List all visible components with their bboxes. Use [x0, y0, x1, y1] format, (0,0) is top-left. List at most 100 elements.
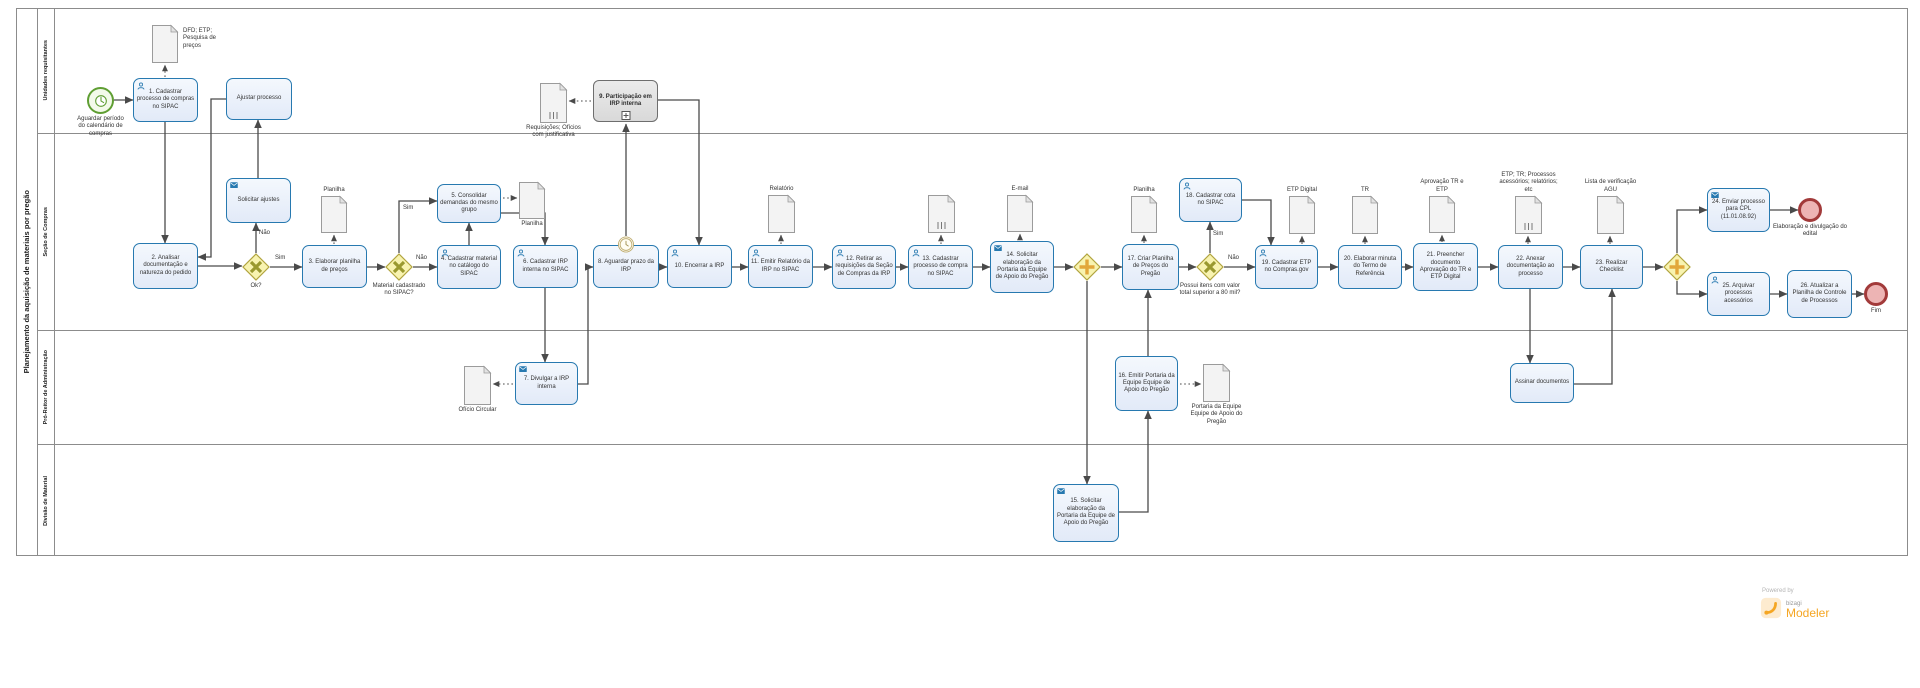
flow-condition-label: Sim [403, 205, 414, 211]
task-13-cadastrar-processo-compra[interactable]: 13. Cadastrar processo de compra no SIPA… [908, 245, 973, 289]
task-2-analisar-documentacao[interactable]: 2. Analisar documentação e natureza do p… [133, 243, 198, 289]
task-7-divulgar-irp-interna[interactable]: 7. Divulgar a IRP interna [515, 362, 578, 405]
doc-relatorio-label: Relatório [769, 185, 794, 192]
gateway-material-cadastrado[interactable]: Material cadastrado no SIPAC? [373, 253, 425, 296]
gateway-ok[interactable]: Ok? [242, 253, 270, 289]
task-ajustar-processo-shape: Ajustar processo [226, 78, 292, 120]
doc-etp-tr-processos: ETP; TR; Processos acessórios; relatório… [1499, 172, 1558, 234]
modeler-product-text: Modeler [1786, 606, 1830, 621]
task-17-criar-planilha-precos[interactable]: 17. Criar Planilha de Preços do Pregão [1122, 244, 1179, 290]
task-3-elaborar-planilha-shape: 3. Elaborar planilha de preços [302, 245, 367, 288]
task-solicitar-ajustes[interactable]: Solicitar ajustes [226, 178, 291, 223]
task-20-elaborar-minuta-tr[interactable]: 20. Elaborar minuta do Termo de Referênc… [1338, 245, 1402, 289]
task-14-solicitar-elaboracao-portaria-label: 14. Solicitar elaboração da Portaria da … [995, 252, 1049, 281]
doc-requisicoes-oficios: Requisições; Ofícios com justificativa [526, 82, 581, 138]
task-11-emitir-relatorio-irp[interactable]: 11. Emitir Relatório da IRP no SIPAC [748, 245, 813, 288]
bizagi-watermark: Powered by bizagi Modeler [1760, 588, 1880, 624]
task-25-arquivar-processos-shape: 25. Arquivar processos acessórios [1707, 272, 1770, 316]
start-timer-event-circle [87, 87, 114, 114]
task-25-arquivar-processos[interactable]: 25. Arquivar processos acessórios [1707, 272, 1770, 316]
end-event-elaboracao-edital[interactable]: Elaboração e divulgação do edital [1773, 198, 1847, 237]
task-16-emitir-portaria[interactable]: 16. Emitir Portaria da Equipe Equipe de … [1115, 356, 1178, 411]
task-18-cadastrar-cota[interactable]: 18. Cadastrar cota no SIPAC [1179, 178, 1242, 222]
lane-header-4: Divisão de Material [38, 445, 55, 556]
doc-planilha-t5: Planilha [519, 181, 546, 227]
send-task-envelope-icon [1057, 487, 1065, 495]
doc-oficio-circular: Ofício Circular [458, 365, 497, 413]
doc-dfd-etp-pesquisa: DFD; ETP; Pesquisa de preços [152, 24, 216, 63]
task-1-cadastrar-processo-compras-label: 1. Cadastrar processo de compras no SIPA… [136, 89, 195, 110]
task-4-cadastrar-material-catalogo[interactable]: 4. Cadastrar material no catálogo do SIP… [437, 245, 501, 289]
task-16-emitir-portaria-shape: 16. Emitir Portaria da Equipe Equipe de … [1115, 356, 1178, 411]
task-7-divulgar-irp-interna-shape: 7. Divulgar a IRP interna [515, 362, 578, 405]
doc-aprovacao-tr-etp: Aprovação TR e ETP [1420, 179, 1464, 233]
task-26-atualizar-planilha-controle[interactable]: 26. Atualizar a Planilha de Controle de … [1787, 270, 1852, 318]
doc-planilha-t5-label: Planilha [521, 221, 543, 227]
powered-by-text: Powered by [1762, 588, 1794, 594]
task-20-elaborar-minuta-tr-label: 20. Elaborar minuta do Termo de Referênc… [1343, 256, 1397, 277]
task-2-analisar-documentacao-label: 2. Analisar documentação e natureza do p… [139, 255, 192, 276]
task-1-cadastrar-processo-compras-shape: 1. Cadastrar processo de compras no SIPA… [133, 78, 198, 122]
task-24-enviar-processo-cpl-shape: 24. Enviar processo para CPL (11.01.08.9… [1707, 188, 1770, 232]
task-3-elaborar-planilha[interactable]: 3. Elaborar planilha de preços [302, 245, 367, 288]
gateway-parallel-2[interactable] [1663, 253, 1691, 281]
task-5-consolidar-demandas[interactable]: 5. Consolidar demandas do mesmo grupo [437, 184, 501, 223]
flow-condition-label: Sim [1213, 231, 1224, 237]
task-17-criar-planilha-precos-label: 17. Criar Planilha de Preços do Pregão [1127, 256, 1174, 277]
timer-boundary-event-icon[interactable] [617, 236, 635, 253]
process-pool [16, 8, 1908, 556]
end-event-fim[interactable]: Fim [1864, 282, 1888, 314]
doc-etp-digital-label: ETP Digital [1287, 186, 1317, 193]
subprocess-expand-icon[interactable] [621, 110, 630, 120]
task-12-retirar-requisicoes[interactable]: 12. Retirar as requisições da Seção de C… [832, 245, 896, 289]
task-23-realizar-checklist-label: 23. Realizar Checklist [1595, 259, 1628, 273]
user-task-icon [1183, 182, 1191, 190]
doc-lista-verificacao-agu-label: Lista de verificação AGU [1584, 179, 1637, 193]
doc-planilha-t17-label: Planilha [1133, 186, 1155, 193]
send-task-envelope-icon [994, 244, 1002, 252]
task-15-solicitar-elaboracao-portaria[interactable]: 15. Solicitar elaboração da Portaria da … [1053, 484, 1119, 542]
task-5-consolidar-demandas-shape: 5. Consolidar demandas do mesmo grupo [437, 184, 501, 223]
task-12-retirar-requisicoes-label: 12. Retirar as requisições da Seção de C… [835, 256, 893, 277]
task-10-encerrar-irp[interactable]: 10. Encerrar a IRP [667, 245, 732, 288]
lane-header-1: Unidades requisitantes [38, 8, 55, 133]
task-23-realizar-checklist[interactable]: 23. Realizar Checklist [1580, 245, 1643, 289]
gateway-itens-80-mil[interactable]: Possui itens com valor total superior a … [1180, 253, 1240, 296]
task-16-emitir-portaria-label: 16. Emitir Portaria da Equipe Equipe de … [1118, 372, 1175, 394]
subprocess-9-participacao-irp-interna-shape: 9. Participação em IRP interna [593, 80, 658, 122]
task-22-anexar-documentacao[interactable]: 22. Anexar documentação ao processo [1498, 245, 1563, 289]
task-ajustar-processo[interactable]: Ajustar processo [226, 78, 292, 120]
task-6-cadastrar-irp-interna[interactable]: 6. Cadastrar IRP interna no SIPAC [513, 245, 578, 288]
task-22-anexar-documentacao-label: 22. Anexar documentação ao processo [1506, 256, 1555, 277]
task-24-enviar-processo-cpl[interactable]: 24. Enviar processo para CPL (11.01.08.9… [1707, 188, 1770, 232]
task-7-divulgar-irp-interna-label: 7. Divulgar a IRP interna [523, 376, 570, 390]
doc-planilha-t3-label: Planilha [323, 186, 345, 193]
task-8-aguardar-prazo-irp[interactable]: 8. Aguardar prazo da IRP [593, 236, 659, 288]
gateway-parallel-1[interactable] [1073, 253, 1101, 281]
lane-label: Unidades requisitantes [43, 40, 49, 101]
task-14-solicitar-elaboracao-portaria[interactable]: 14. Solicitar elaboração da Portaria da … [990, 241, 1054, 293]
task-13-cadastrar-processo-compra-shape: 13. Cadastrar processo de compra no SIPA… [908, 245, 973, 289]
gateway-itens-80-mil-label: Possui itens com valor total superior a … [1179, 283, 1241, 297]
subprocess-9-participacao-irp-interna[interactable]: 9. Participação em IRP interna [593, 80, 658, 122]
start-event-aguardar-calendario[interactable]: Aguardar período do calendário de compra… [77, 87, 124, 137]
doc-portaria-equipe-apoio: Portaria da Equipe Equipe de Apoio do Pr… [1190, 363, 1243, 425]
task-13-cadastrar-processo-compra-label: 13. Cadastrar processo de compra no SIPA… [913, 256, 968, 277]
lane-4: Divisão de Material [38, 444, 1908, 556]
task-assinar-documentos[interactable]: Assinar documentos [1510, 363, 1574, 403]
send-task-envelope-icon [230, 181, 238, 189]
task-18-cadastrar-cota-shape: 18. Cadastrar cota no SIPAC [1179, 178, 1242, 222]
task-1-cadastrar-processo-compras[interactable]: 1. Cadastrar processo de compras no SIPA… [133, 78, 198, 122]
end-event-fim-label: Fim [1871, 308, 1881, 314]
doc-oficio-circular-label: Ofício Circular [458, 407, 497, 413]
user-task-icon [1259, 249, 1267, 257]
task-19-cadastrar-etp[interactable]: 19. Cadastrar ETP no Compras.gov [1255, 245, 1318, 289]
task-26-atualizar-planilha-controle-label: 26. Atualizar a Planilha de Controle de … [1792, 283, 1847, 304]
task-21-preencher-aprovacao[interactable]: 21. Preencher documento Aprovação do TR … [1413, 243, 1478, 291]
doc-requisicoes-oficios-label: Requisições; Ofícios com justificativa [526, 125, 581, 139]
task-3-elaborar-planilha-label: 3. Elaborar planilha de preços [308, 259, 361, 273]
task-24-enviar-processo-cpl-label: 24. Enviar processo para CPL (11.01.08.9… [1711, 199, 1766, 220]
flow-condition-label: Sim [275, 255, 286, 261]
task-12-retirar-requisicoes-shape: 12. Retirar as requisições da Seção de C… [832, 245, 896, 289]
